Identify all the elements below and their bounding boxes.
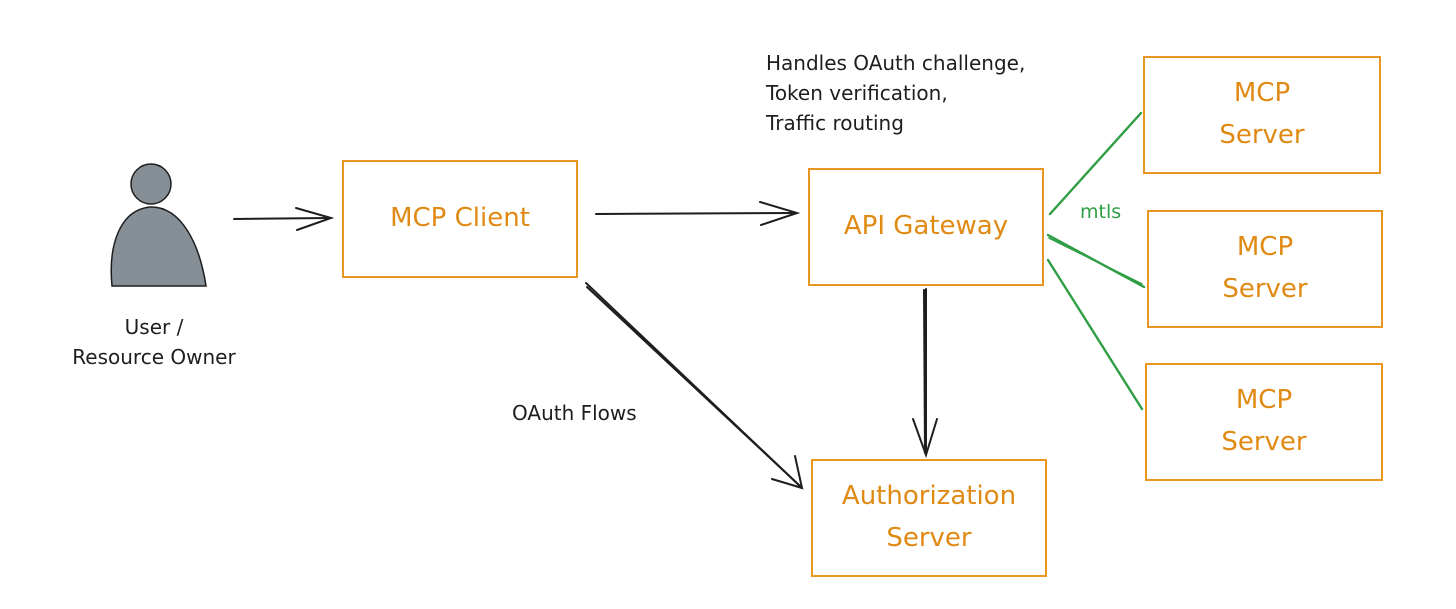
arrow-client-to-gateway [595, 201, 801, 226]
mcp-server-2-line2: Server [1222, 274, 1308, 304]
authorization-server-label-line2: Server [886, 523, 972, 553]
mcp-server-box-3: MCP Server [1145, 363, 1383, 481]
gateway-note-line2: Token verification, [766, 81, 948, 105]
mcp-client-box: MCP Client [342, 160, 578, 278]
authorization-server-box: Authorization Server [811, 459, 1047, 577]
mtls-label: mtls [1080, 201, 1122, 223]
mtls-link-1 [1048, 111, 1143, 216]
gateway-note-line3: Traffic routing [766, 111, 904, 135]
arrow-user-to-client [233, 207, 335, 231]
mtls-links [1046, 111, 1146, 411]
arrow-client-to-auth [585, 282, 804, 490]
mcp-server-3-line1: MCP [1235, 385, 1293, 416]
user-label: User / Resource Owner [56, 312, 252, 372]
api-gateway-label: API Gateway [843, 211, 1009, 242]
mcp-server-box-2: MCP Server [1147, 210, 1383, 328]
arrow-gateway-to-auth [912, 288, 938, 459]
mcp-server-3-line2: Server [1221, 427, 1307, 457]
mcp-client-label: MCP Client [390, 203, 530, 234]
mtls-link-3 [1046, 258, 1144, 411]
user-icon [110, 163, 207, 287]
authorization-server-label-line1: Authorization [841, 481, 1017, 512]
mcp-server-2-line1: MCP [1236, 232, 1294, 263]
user-label-line1: User / [124, 315, 184, 339]
gateway-note: Handles OAuth challenge, Token verificat… [766, 48, 1025, 138]
gateway-note-line1: Handles OAuth challenge, [766, 51, 1026, 75]
api-gateway-box: API Gateway [808, 168, 1044, 286]
mcp-server-1-line1: MCP [1233, 78, 1291, 109]
mcp-server-1-line2: Server [1219, 120, 1305, 150]
user-label-line2: Resource Owner [72, 345, 236, 369]
mcp-server-box-1: MCP Server [1143, 56, 1381, 174]
oauth-flows-label: OAuth Flows [512, 401, 637, 425]
